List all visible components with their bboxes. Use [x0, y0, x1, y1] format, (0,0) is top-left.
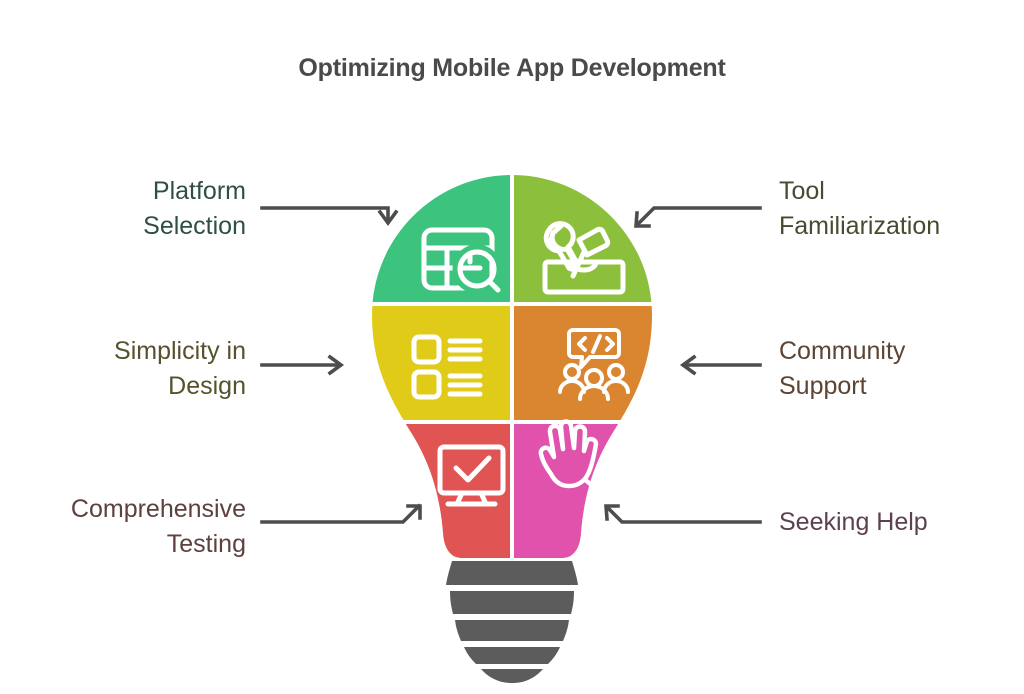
- raised-hand-icon: [538, 419, 605, 503]
- page-title: Optimizing Mobile App Development: [298, 54, 726, 82]
- label-community-support[interactable]: Community Support: [779, 337, 906, 400]
- arrow-community-support: [679, 354, 762, 376]
- label-tool-familiarization[interactable]: Tool Familiarization: [779, 177, 941, 240]
- label-platform-selection[interactable]: Platform Selection: [143, 177, 246, 240]
- table-search-icon: [421, 227, 502, 294]
- arrow-seeking-help: [604, 504, 762, 524]
- arrow-platform-selection: [260, 206, 399, 227]
- list-layout-icon: [411, 334, 483, 400]
- bulb-base: [446, 561, 578, 683]
- toolbox-icon: [542, 221, 626, 295]
- monitor-check-icon: [437, 444, 506, 507]
- connector-arrows: [260, 206, 762, 524]
- arrow-tool-familiarization: [634, 206, 762, 228]
- segment-simplicity-in-design[interactable]: [360, 306, 510, 420]
- label-simplicity-in-design[interactable]: Simplicity in Design: [114, 337, 246, 400]
- arrow-comprehensive-testing: [260, 503, 422, 524]
- segment-icons: [411, 221, 630, 507]
- code-community-icon: [558, 328, 630, 401]
- arrow-simplicity-in-design: [260, 354, 345, 376]
- label-comprehensive-testing[interactable]: Comprehensive Testing: [70, 495, 246, 558]
- segment-community-support[interactable]: [514, 306, 666, 420]
- label-seeking-help[interactable]: Seeking Help: [779, 508, 928, 536]
